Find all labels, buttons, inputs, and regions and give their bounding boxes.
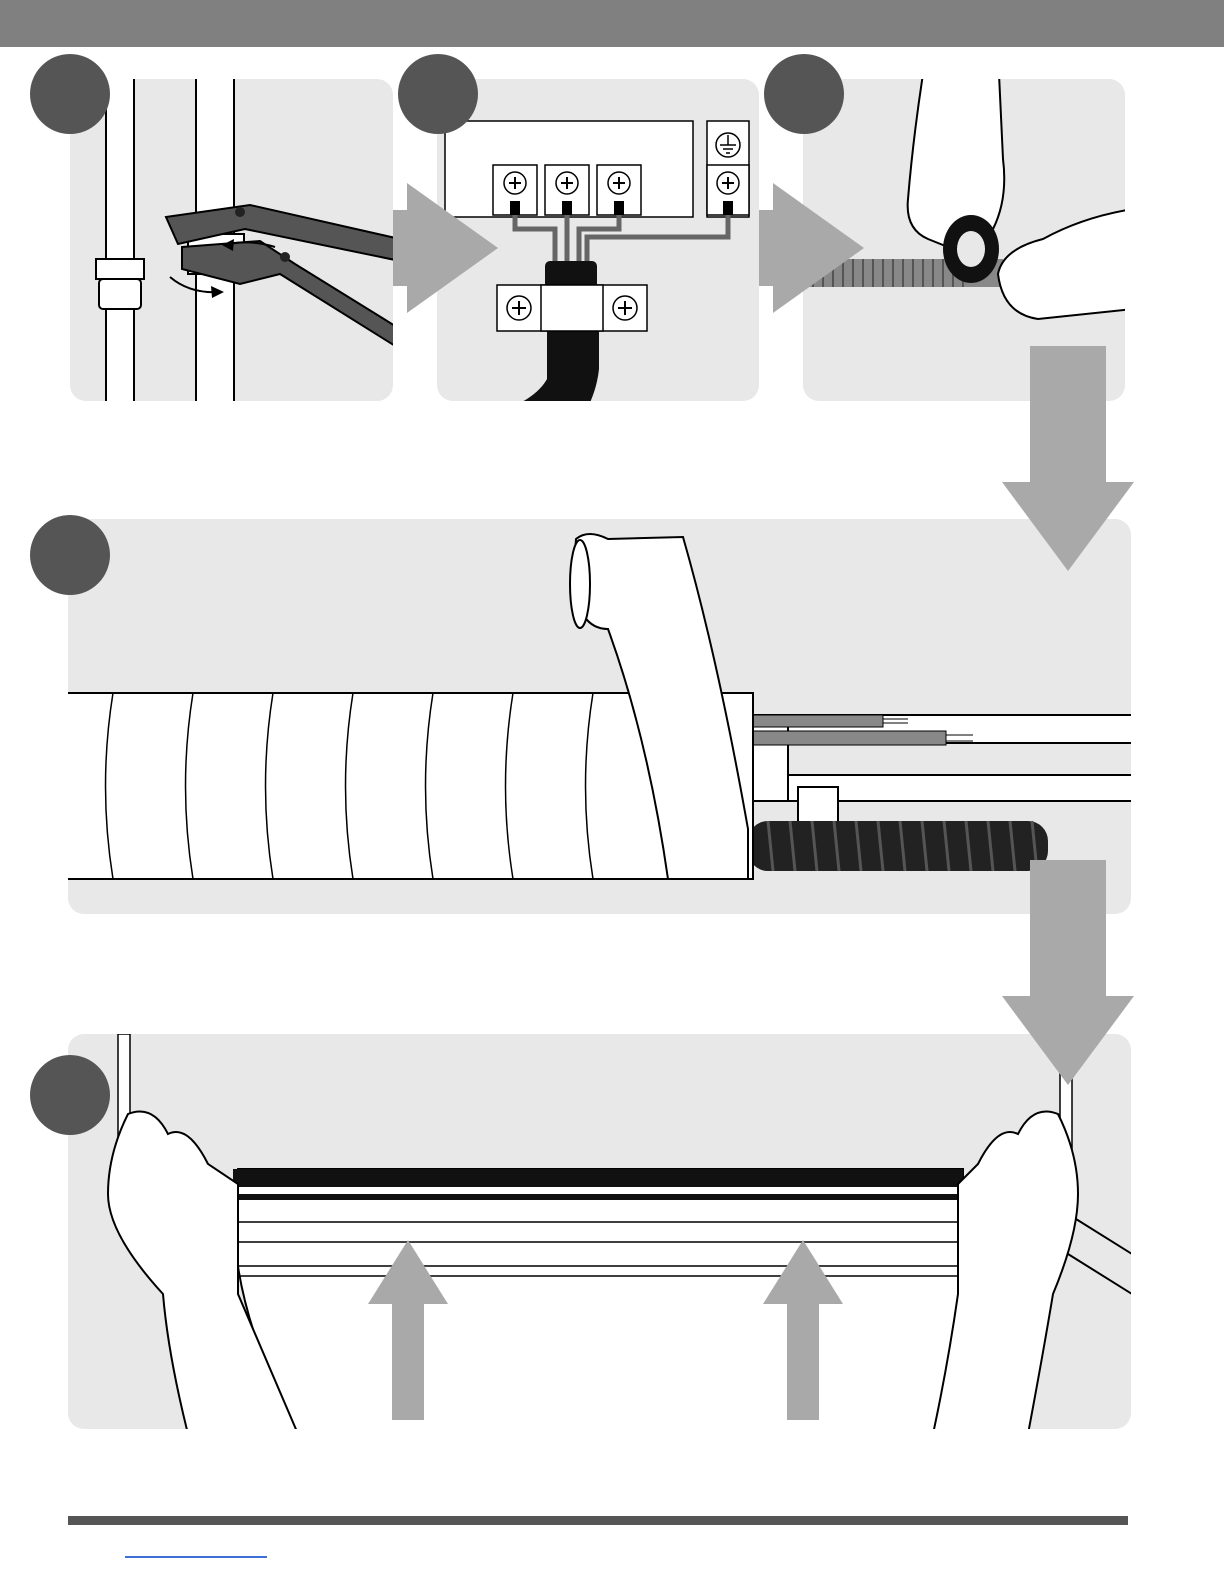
step-4-number-circle [30, 515, 110, 595]
step-1-number-circle [30, 54, 110, 134]
step-4-panel [68, 519, 1131, 914]
arrow-right-icon [759, 183, 864, 313]
step-2-number-circle [398, 54, 478, 134]
wrench-icon [70, 79, 393, 401]
ground-symbol-icon [716, 133, 740, 157]
step-1-panel [70, 79, 393, 401]
header-bar [0, 0, 1224, 47]
pipe-cover-diagram [68, 1034, 1131, 1429]
footer-rule [68, 1516, 1128, 1525]
step-5-number-circle [30, 1055, 110, 1135]
arrow-up-icon [368, 1240, 448, 1420]
arrow-right-icon [393, 183, 498, 313]
footer-link-underline[interactable] [125, 1556, 267, 1558]
step-5-panel [68, 1034, 1131, 1429]
pipe-bundle-diagram [68, 519, 1131, 914]
step-3-number-circle [764, 54, 844, 134]
arrow-down-icon [1002, 860, 1134, 1085]
arrow-down-icon [1002, 346, 1134, 571]
arrow-up-icon [763, 1240, 843, 1420]
